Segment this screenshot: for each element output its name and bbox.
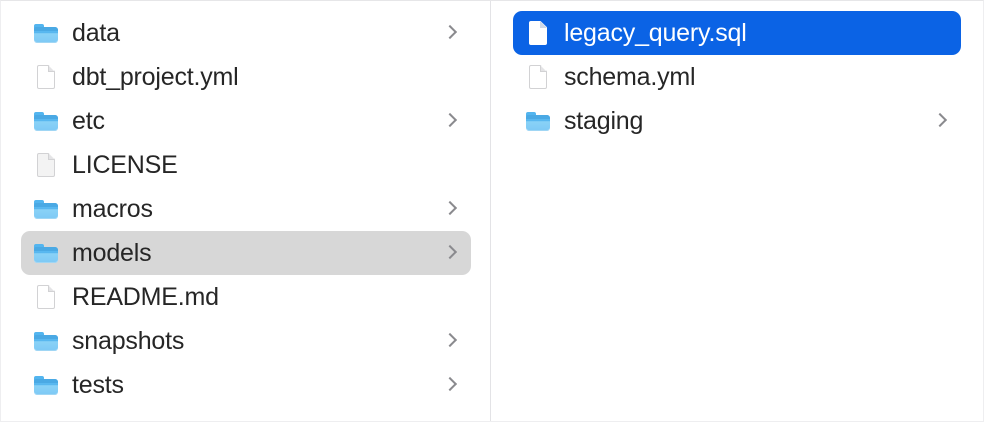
chevron-right-icon[interactable]	[443, 331, 457, 351]
file-row-label: tests	[72, 371, 124, 399]
file-row[interactable]: tests	[21, 363, 471, 407]
chevron-placeholder	[443, 287, 457, 307]
file-row[interactable]: data	[21, 11, 471, 55]
folder-icon	[33, 328, 59, 354]
file-row-label: models	[72, 239, 152, 267]
file-row-label: LICENSE	[72, 151, 178, 179]
file-row-label: data	[72, 19, 120, 47]
file-row[interactable]: README.md	[21, 275, 471, 319]
file-row-label: schema.yml	[564, 63, 696, 91]
chevron-placeholder	[443, 155, 457, 175]
chevron-placeholder	[933, 23, 947, 43]
chevron-right-icon[interactable]	[443, 23, 457, 43]
file-row-label: staging	[564, 107, 644, 135]
chevron-right-icon[interactable]	[933, 111, 947, 131]
file-row-label: legacy_query.sql	[564, 19, 747, 47]
folder-icon	[525, 108, 551, 134]
file-row-label: README.md	[72, 283, 219, 311]
chevron-right-icon[interactable]	[443, 111, 457, 131]
file-row[interactable]: LICENSE	[21, 143, 471, 187]
chevron-placeholder	[933, 67, 947, 87]
chevron-right-icon[interactable]	[443, 375, 457, 395]
file-row[interactable]: macros	[21, 187, 471, 231]
document-icon	[525, 64, 551, 90]
folder-icon	[33, 372, 59, 398]
second-column: legacy_query.sql schema.yml staging	[492, 1, 983, 421]
second-column-list: legacy_query.sql schema.yml staging	[492, 1, 983, 143]
file-row-label: snapshots	[72, 327, 185, 355]
file-row[interactable]: snapshots	[21, 319, 471, 363]
folder-icon	[33, 108, 59, 134]
file-row-label: etc	[72, 107, 105, 135]
file-row[interactable]: etc	[21, 99, 471, 143]
file-row-label: dbt_project.yml	[72, 63, 239, 91]
document-icon	[525, 20, 551, 46]
folder-icon	[33, 240, 59, 266]
file-row[interactable]: legacy_query.sql	[513, 11, 961, 55]
chevron-right-icon[interactable]	[443, 199, 457, 219]
document-icon	[33, 152, 59, 178]
chevron-right-icon[interactable]	[443, 243, 457, 263]
folder-icon	[33, 20, 59, 46]
file-row[interactable]: models	[21, 231, 471, 275]
document-icon	[33, 284, 59, 310]
chevron-placeholder	[443, 67, 457, 87]
file-row[interactable]: schema.yml	[513, 55, 961, 99]
file-row[interactable]: dbt_project.yml	[21, 55, 471, 99]
folder-icon	[33, 196, 59, 222]
file-row[interactable]: staging	[513, 99, 961, 143]
file-row-label: macros	[72, 195, 153, 223]
document-icon	[33, 64, 59, 90]
